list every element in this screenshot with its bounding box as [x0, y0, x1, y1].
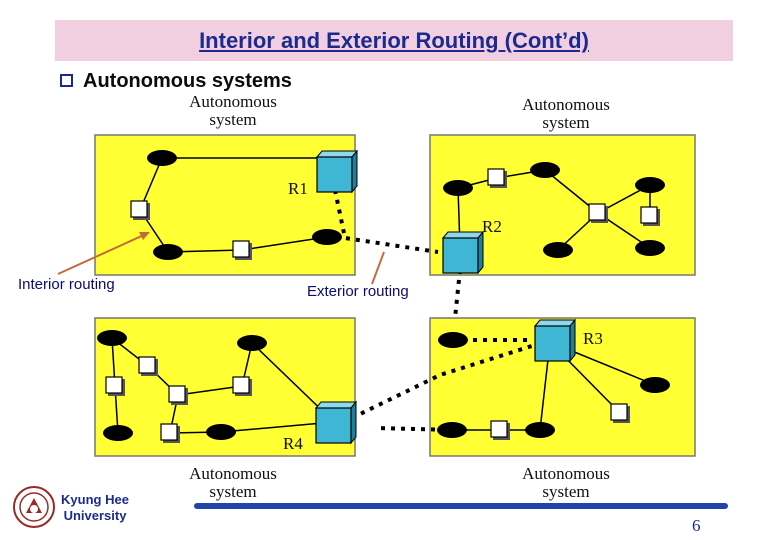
switch-icon	[168, 385, 188, 405]
as-label-line1: Autonomous	[522, 95, 610, 114]
router-r4-icon	[314, 400, 358, 445]
switch-icon	[232, 240, 252, 260]
host-node	[206, 424, 236, 440]
host-node	[103, 425, 133, 441]
as-label-line2: system	[209, 482, 256, 501]
host-node	[443, 180, 473, 196]
bullet-item: Autonomous systems	[60, 70, 292, 93]
university-seal-logo	[13, 486, 55, 528]
as-label-line1: Autonomous	[189, 92, 277, 111]
host-node	[438, 332, 468, 348]
as-label-line2: system	[542, 482, 589, 501]
as-label-line2: system	[209, 110, 256, 129]
as-label-line2: system	[542, 113, 589, 132]
slide-title: Interior and Exterior Routing (Cont’d)	[199, 28, 589, 53]
host-node	[543, 242, 573, 258]
host-node	[437, 422, 467, 438]
switch-icon	[588, 203, 608, 223]
switch-icon	[138, 356, 158, 376]
router-label-r2: R2	[482, 217, 502, 236]
router-r1-icon	[315, 149, 359, 194]
switch-icon	[610, 403, 630, 423]
switch-icon	[640, 206, 660, 226]
university-line2: University	[63, 508, 127, 523]
host-node	[635, 240, 665, 256]
router-r3-icon	[533, 318, 577, 363]
university-line1: Kyung Hee	[61, 492, 129, 507]
host-node	[312, 229, 342, 245]
router-label-r4: R4	[283, 434, 303, 453]
switch-icon	[130, 200, 150, 220]
title-band: Interior and Exterior Routing (Cont’d)	[55, 20, 733, 61]
host-node	[153, 244, 183, 260]
host-node	[635, 177, 665, 193]
host-node	[147, 150, 177, 166]
as-label-line1: Autonomous	[522, 464, 610, 483]
bullet-text: Autonomous systems	[83, 70, 292, 92]
switch-icon	[105, 376, 125, 396]
host-node	[640, 377, 670, 393]
square-bullet-icon	[60, 74, 73, 87]
exterior-routing-pointer	[371, 251, 385, 285]
switch-icon	[160, 423, 180, 443]
host-node	[530, 162, 560, 178]
switches	[105, 168, 660, 443]
arrowhead-icon	[139, 232, 150, 240]
switch-icon	[490, 420, 510, 440]
host-node	[97, 330, 127, 346]
router-r2-icon	[441, 230, 485, 275]
university-name: Kyung Hee University	[55, 492, 135, 524]
interior-routing-label: Interior routing	[18, 276, 115, 293]
page-number: 6	[692, 516, 701, 535]
host-node	[525, 422, 555, 438]
as-label-line1: Autonomous	[189, 464, 277, 483]
switch-icon	[232, 376, 252, 396]
router-label-r1: R1	[288, 179, 308, 198]
interior-routing-arrow	[57, 233, 147, 275]
exterior-routing-label: Exterior routing	[307, 283, 409, 300]
hosts	[97, 150, 670, 441]
switch-icon	[487, 168, 507, 188]
router-label-r3: R3	[583, 329, 603, 348]
host-node	[237, 335, 267, 351]
